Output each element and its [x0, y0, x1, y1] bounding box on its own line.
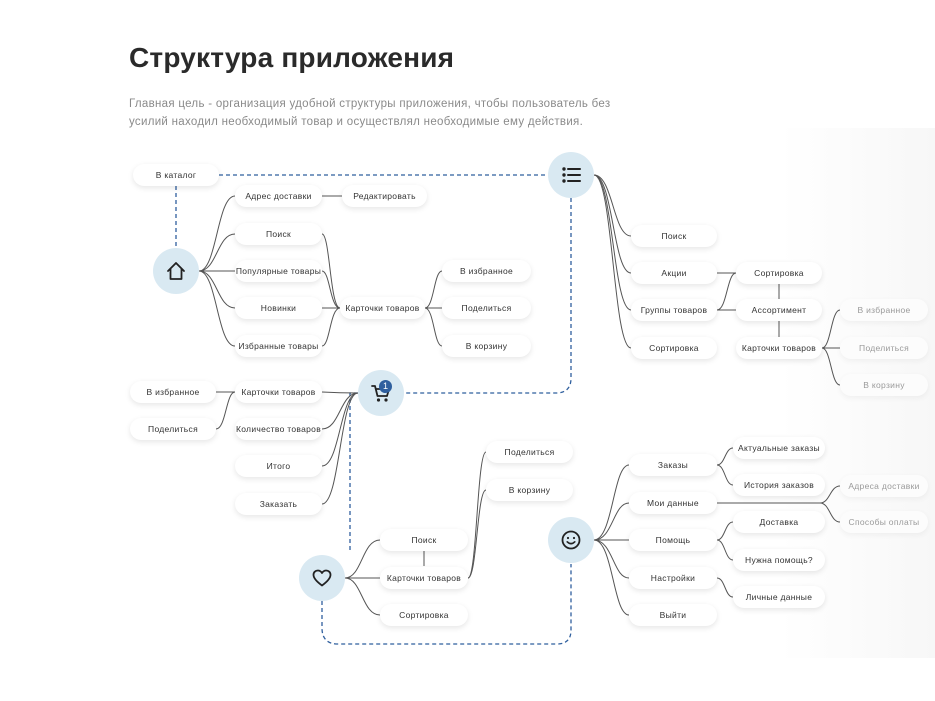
orders-item[interactable]: Заказы [629, 454, 717, 476]
favorites-hub[interactable] [299, 555, 345, 601]
home-hub[interactable] [153, 248, 199, 294]
product-groups-item[interactable]: Группы товаров [631, 299, 717, 321]
profile-hub[interactable] [548, 517, 594, 563]
cart-to-favorites-button[interactable]: В избранное [130, 381, 216, 403]
cart-share-button[interactable]: Поделиться [130, 418, 216, 440]
logout-button[interactable]: Выйти [629, 604, 717, 626]
personal-data-item[interactable]: Личные данные [733, 586, 825, 608]
my-data-item[interactable]: Мои данные [629, 492, 717, 514]
favorites-share-button[interactable]: Поделиться [486, 441, 573, 463]
home-share-button[interactable]: Поделиться [442, 297, 531, 319]
edit-button[interactable]: Редактировать [342, 185, 427, 207]
product-quantity-item[interactable]: Количество товаров [235, 418, 322, 440]
catalog-hub[interactable] [548, 152, 594, 198]
heart-icon [312, 569, 332, 587]
cart-product-cards-item[interactable]: Карточки товаров [235, 381, 322, 403]
favorites-product-cards-item[interactable]: Карточки товаров [380, 567, 468, 589]
favorites-to-cart-button[interactable]: В корзину [486, 479, 573, 501]
cart-badge: 1 [379, 380, 392, 393]
catalog-to-cart-button[interactable]: В корзину [840, 374, 928, 396]
catalog-product-cards-item[interactable]: Карточки товаров [736, 337, 822, 359]
promotions-item[interactable]: Акции [631, 262, 717, 284]
current-orders-item[interactable]: Актуальные заказы [733, 437, 825, 459]
groups-sort-item[interactable]: Сортировка [736, 262, 822, 284]
cart-total-item[interactable]: Итого [235, 455, 322, 477]
delivery-addresses-item[interactable]: Адреса доставки [840, 475, 928, 497]
catalog-search-item[interactable]: Поиск [631, 225, 717, 247]
help-item[interactable]: Помощь [629, 529, 717, 551]
delivery-address-item[interactable]: Адрес доставки [235, 185, 322, 207]
smile-icon [561, 530, 581, 550]
popular-products-item[interactable]: Популярные товары [235, 260, 322, 282]
delivery-info-item[interactable]: Доставка [733, 511, 825, 533]
settings-item[interactable]: Настройки [629, 567, 717, 589]
featured-products-item[interactable]: Избранные товары [235, 335, 322, 357]
catalog-to-favorites-button[interactable]: В избранное [840, 299, 928, 321]
tree-links [198, 174, 841, 616]
order-button[interactable]: Заказать [235, 493, 322, 515]
home-search-item[interactable]: Поиск [235, 223, 322, 245]
favorites-search-item[interactable]: Поиск [380, 529, 468, 551]
home-to-cart-button[interactable]: В корзину [442, 335, 531, 357]
payment-methods-item[interactable]: Способы оплаты [840, 511, 928, 533]
need-help-item[interactable]: Нужна помощь? [733, 549, 825, 571]
favorites-sort-item[interactable]: Сортировка [380, 604, 468, 626]
page-title: Структура приложения [129, 42, 455, 73]
home-product-cards-item[interactable]: Карточки товаров [340, 297, 425, 319]
new-products-item[interactable]: Новинки [235, 297, 322, 319]
catalog-sort-item[interactable]: Сортировка [631, 337, 717, 359]
to-catalog-button[interactable]: В каталог [133, 164, 219, 186]
order-history-item[interactable]: История заказов [733, 474, 825, 496]
catalog-share-button[interactable]: Поделиться [840, 337, 928, 359]
cart-hub[interactable] [358, 370, 404, 416]
list-icon [562, 167, 581, 183]
assortment-item[interactable]: Ассортимент [736, 299, 822, 321]
home-to-favorites-button[interactable]: В избранное [442, 260, 531, 282]
home-icon [167, 262, 185, 280]
page-description: Главная цель - организация удобной струк… [129, 98, 611, 128]
